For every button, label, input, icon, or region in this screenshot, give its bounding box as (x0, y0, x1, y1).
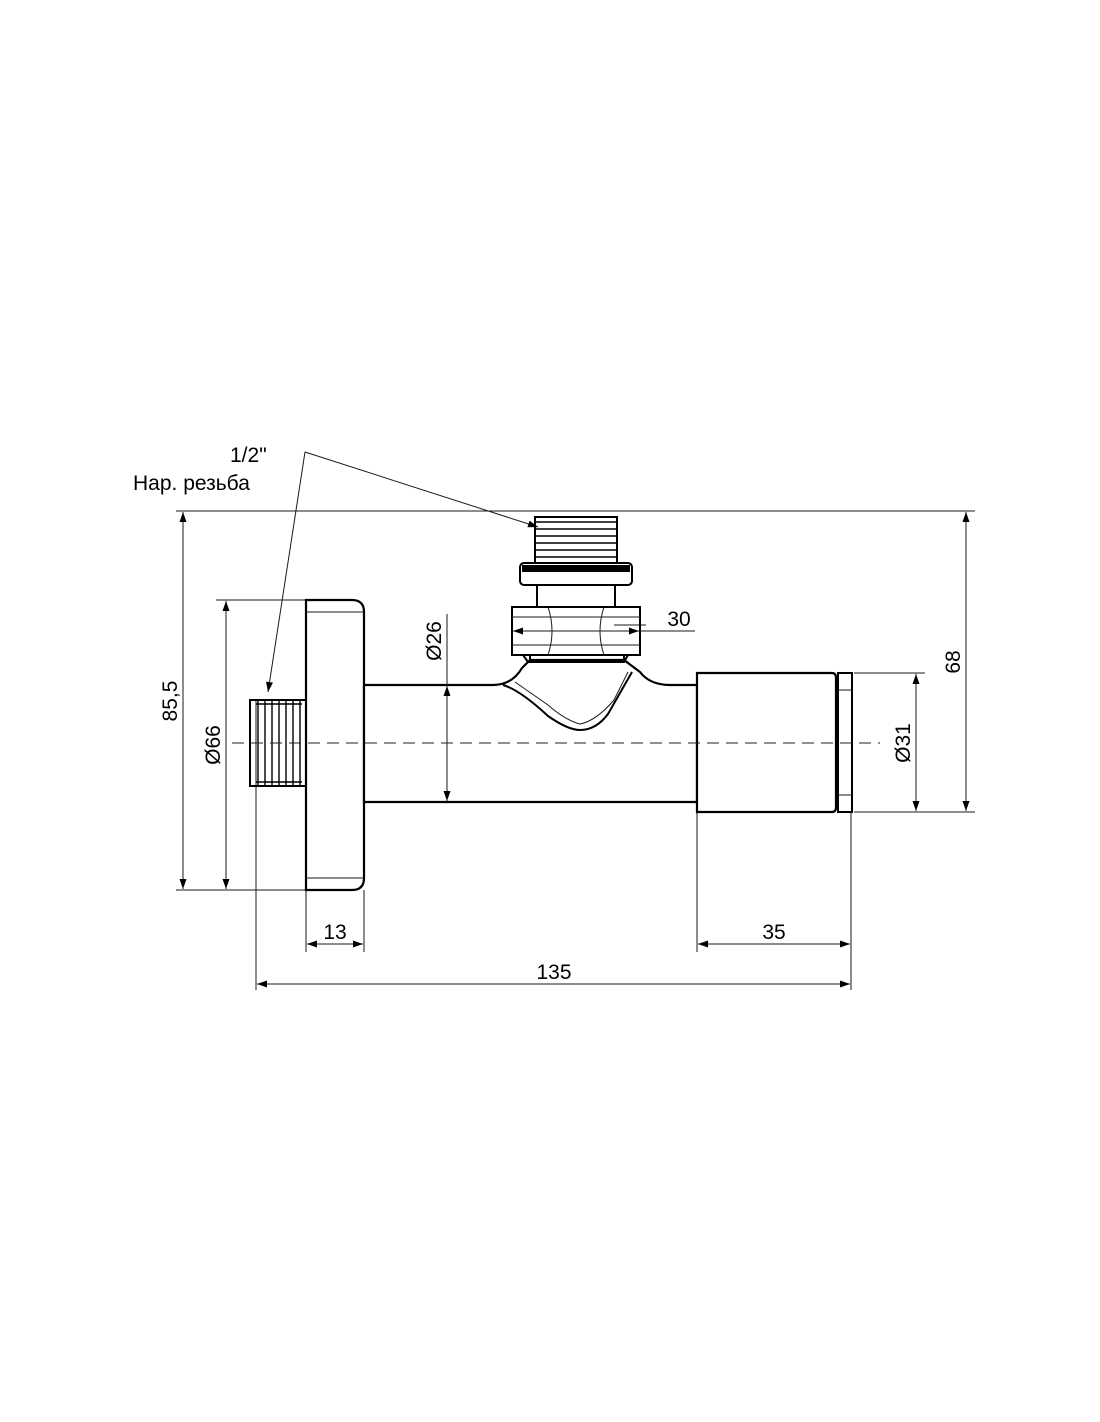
label-flange-thickness: 13 (323, 921, 346, 944)
label-overall-height-left: 85,5 (159, 681, 182, 722)
thread-size-label: 1/2" (230, 444, 267, 467)
pipe-body (362, 655, 699, 804)
label-handle-length: 35 (762, 921, 785, 944)
label-pipe-diameter: Ø26 (423, 621, 446, 661)
top-outlet (519, 516, 633, 608)
label-overall-length: 135 (536, 961, 571, 984)
hex-nut (511, 606, 641, 663)
flange (304, 598, 366, 892)
label-overall-height-right: 68 (942, 650, 965, 673)
label-flange-diameter: Ø66 (202, 725, 225, 765)
label-handle-diameter: Ø31 (892, 723, 915, 763)
dimension-labels: 85,5 Ø66 Ø26 30 68 Ø31 13 35 135 (159, 608, 965, 984)
thread-callout: 1/2" Нар. резьба (133, 444, 539, 693)
callout-leader-left (266, 451, 306, 693)
callout-leader-top (304, 451, 539, 528)
label-nut-width: 30 (667, 608, 690, 631)
thread-type-label: Нар. резьба (133, 472, 250, 495)
dimension-lines (179, 512, 970, 988)
extension-lines (176, 510, 975, 990)
